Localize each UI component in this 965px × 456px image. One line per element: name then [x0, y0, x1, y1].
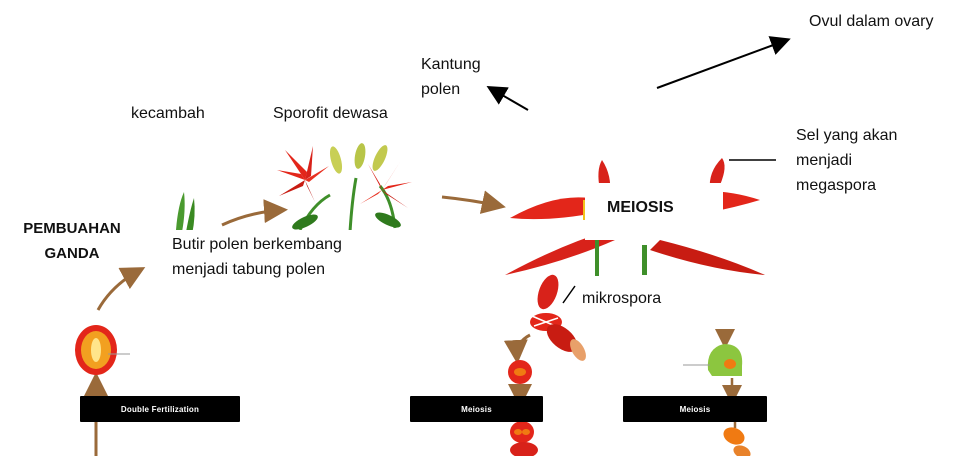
- bar-double-fertilization: Double Fertilization: [80, 396, 240, 422]
- bar-meiosis-left: Meiosis: [410, 396, 543, 422]
- label-butir-line2: menjadi tabung polen: [172, 257, 342, 282]
- label-ovul-dalam-ovary: Ovul dalam ovary: [809, 9, 934, 34]
- label-sel-line2: menjadi: [796, 148, 897, 173]
- label-butir-line1: Butir polen berkembang: [172, 232, 342, 257]
- ovule-illustration: [75, 325, 130, 375]
- arrow-to-ovul: [657, 40, 787, 88]
- label-pembuahan-line2: GANDA: [8, 241, 136, 266]
- label-pembuahan-line1: PEMBUAHAN: [8, 216, 136, 241]
- arrow-to-kantung-polen: [490, 88, 528, 110]
- label-sel-megaspora: Sel yang akan menjadi megaspora: [796, 123, 897, 198]
- mature-sporophyte-illustration: [277, 142, 412, 232]
- cycle-arrow-sporophyte-to-flower: [442, 197, 500, 206]
- label-kantung-line1: Kantung: [421, 52, 481, 77]
- cycle-arrow-seedling-to-sporophyte: [222, 210, 282, 225]
- pointer-line-mikrospora: [563, 286, 575, 303]
- label-meiosis-box: MEIOSIS: [585, 183, 723, 240]
- seedling-illustration: [176, 192, 195, 235]
- label-sel-line3: megaspora: [796, 173, 897, 198]
- label-kantung-line2: polen: [421, 77, 481, 102]
- label-mikrospora: mikrospora: [582, 286, 661, 311]
- anther-illustration: [530, 272, 589, 363]
- bar-meiosis-right: Meiosis: [623, 396, 767, 422]
- label-kecambah: kecambah: [131, 101, 205, 126]
- label-pembuahan-ganda: PEMBUAHAN GANDA: [8, 216, 136, 266]
- label-sel-line1: Sel yang akan: [796, 123, 897, 148]
- cycle-arrow-ovule-to-seedling: [98, 270, 140, 310]
- label-butir-polen: Butir polen berkembang menjadi tabung po…: [160, 230, 354, 290]
- cycle-arrow-anther-to-cell: [517, 335, 530, 358]
- label-kantung-polen: Kantung polen: [421, 52, 481, 102]
- label-sporofit-dewasa: Sporofit dewasa: [273, 101, 400, 126]
